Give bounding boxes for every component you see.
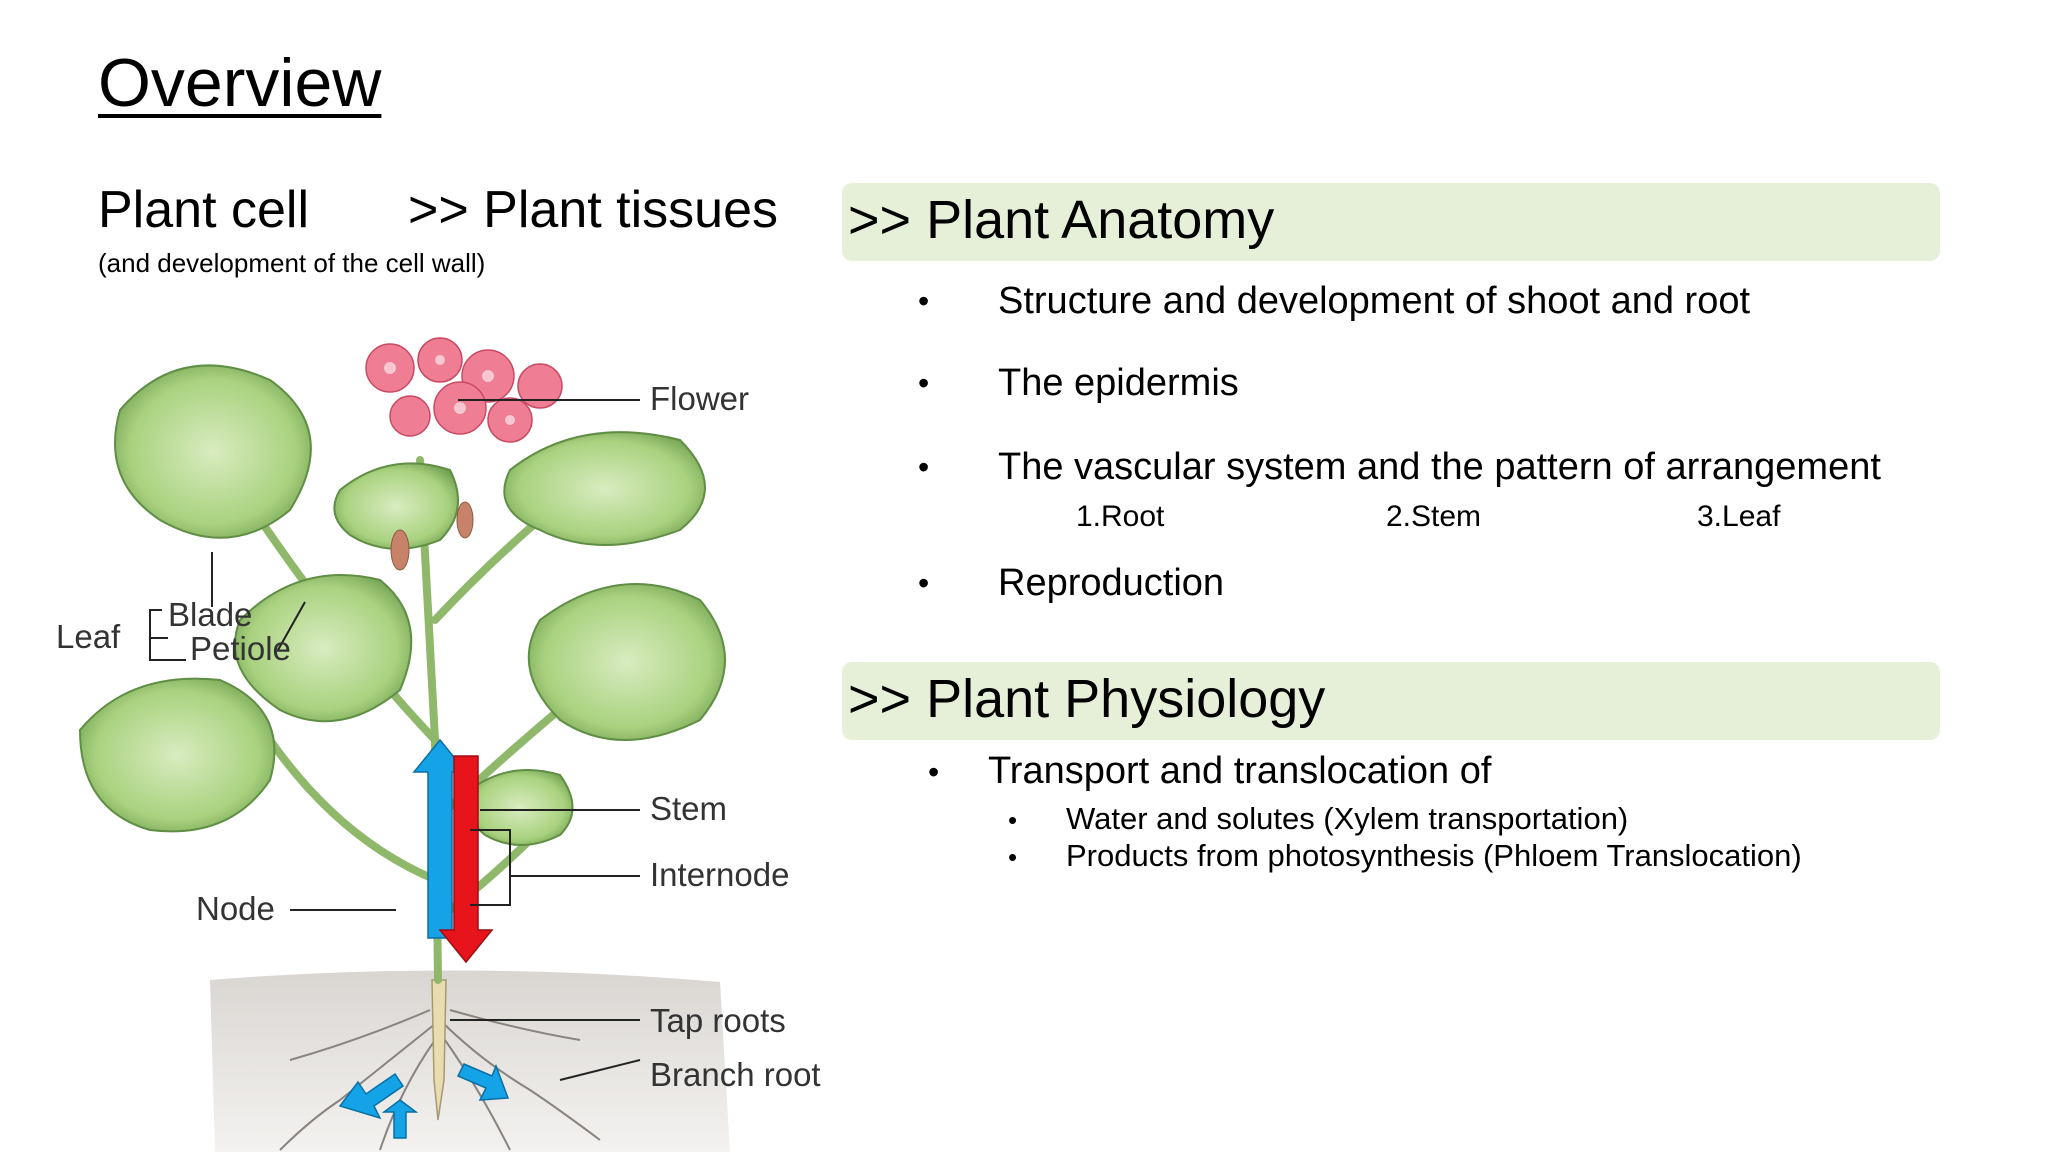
plant-cell-note: (and development of the cell wall) xyxy=(98,248,486,278)
bullet-icon: • xyxy=(918,565,930,601)
bullet-icon: • xyxy=(918,449,930,485)
bullet-icon: • xyxy=(928,754,940,790)
branch-roots xyxy=(279,1009,601,1151)
bullet-icon: • xyxy=(1008,805,1018,835)
root-uptake-arrow-left-icon xyxy=(338,1072,405,1120)
vascular-sub-root: 1.Root xyxy=(1076,500,1165,533)
leaf-blade-upper-left xyxy=(114,364,312,539)
tap-root xyxy=(431,979,447,1121)
leaf-upper-right xyxy=(503,431,706,546)
plant-cell-heading: Plant cell xyxy=(98,181,309,239)
anatomy-item-epidermis: The epidermis xyxy=(998,362,1239,404)
plant-physiology-heading: >> Plant Physiology xyxy=(848,669,1326,729)
leaf-center-left xyxy=(234,574,413,723)
label-node: Node xyxy=(196,890,275,927)
physiology-item-transport: Transport and translocation of xyxy=(988,750,1492,792)
flower-cluster xyxy=(365,337,563,571)
leaf-lower-left xyxy=(78,677,276,833)
bullet-icon: • xyxy=(918,283,930,319)
label-stem: Stem xyxy=(650,790,727,827)
anatomy-item-shoot-root: Structure and development of shoot and r… xyxy=(998,280,1751,322)
bullet-icon: • xyxy=(1008,842,1018,872)
root-uptake-arrow-bottom-icon xyxy=(381,1099,419,1139)
vascular-sub-stem: 2.Stem xyxy=(1386,500,1482,533)
label-tap-roots: Tap roots xyxy=(650,1002,786,1039)
anatomy-item-reproduction: Reproduction xyxy=(998,562,1225,604)
label-blade: Blade xyxy=(168,596,252,633)
label-petiole: Petiole xyxy=(190,630,291,667)
label-branch-root: Branch root xyxy=(650,1056,821,1093)
leaf-small-right xyxy=(466,769,574,846)
leaves xyxy=(78,364,726,846)
plant-physiology-banner: >> Plant Physiology xyxy=(842,662,1940,740)
plant-anatomy-heading: >> Plant Anatomy xyxy=(848,190,1275,250)
anatomy-item-vascular: The vascular system and the pattern of a… xyxy=(998,446,1881,488)
leaf-top-middle xyxy=(333,462,459,550)
plant-anatomy-banner: >> Plant Anatomy xyxy=(842,183,1940,261)
plant-tissues-heading: >> Plant tissues xyxy=(408,181,778,239)
phloem-down-arrow-icon xyxy=(438,755,494,964)
vascular-sub-leaf: 3.Leaf xyxy=(1697,500,1781,533)
leaf-center-right xyxy=(527,583,726,741)
xylem-up-arrow-icon xyxy=(412,738,468,939)
physiology-sub-xylem: Water and solutes (Xylem transportation) xyxy=(1066,801,1629,836)
label-flower: Flower xyxy=(650,380,749,417)
plant-anatomy-diagram: Flower Leaf Blade Petiole Stem Internode… xyxy=(56,337,821,1152)
label-leader-lines xyxy=(149,399,641,1081)
label-leaf: Leaf xyxy=(56,618,121,655)
bullet-icon: • xyxy=(918,365,930,401)
root-uptake-arrow-right-icon xyxy=(456,1063,510,1101)
physiology-sub-phloem: Products from photosynthesis (Phloem Tra… xyxy=(1066,838,1802,873)
slide-title: Overview xyxy=(98,45,382,121)
label-internode: Internode xyxy=(650,856,789,893)
